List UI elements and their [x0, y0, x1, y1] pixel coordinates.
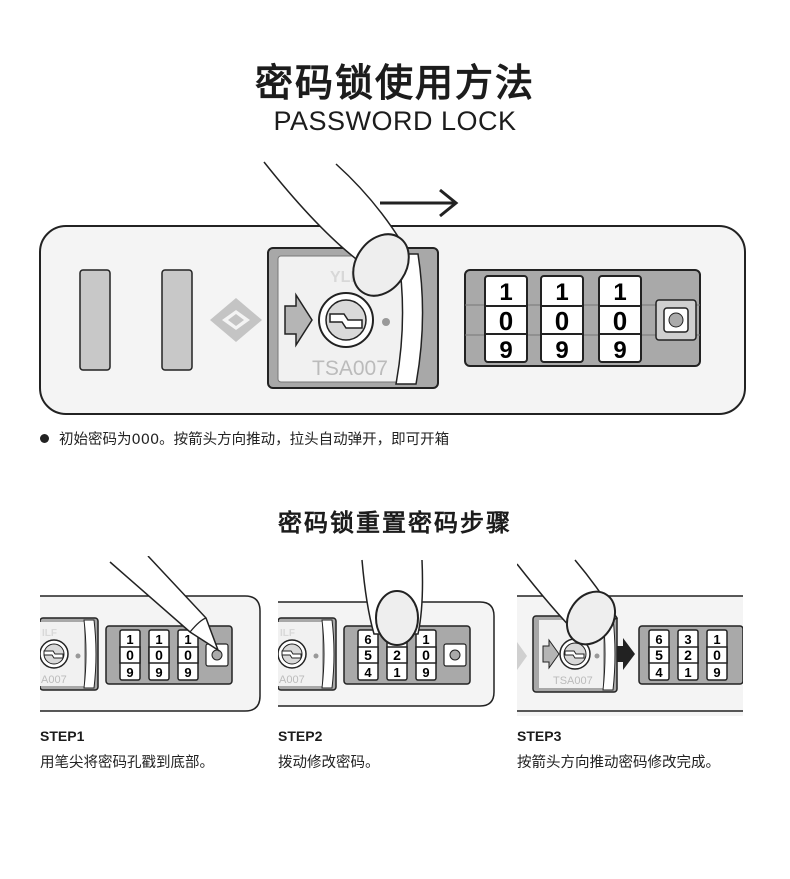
wheel-digit-below: 9: [555, 337, 568, 364]
wheel-digit-current: 0: [184, 647, 192, 663]
wheel-digit-above: 1: [155, 632, 162, 647]
brand-mark: ILF: [42, 628, 57, 639]
wheel-digit-current: 0: [422, 647, 430, 663]
step1-diagram: ILF A007 1 0 9 1 0 9 1 0 9: [40, 556, 261, 712]
wheel-digit-above: 1: [555, 279, 568, 306]
wheel-digit-below: 1: [684, 665, 691, 680]
dial-wheel: 6 5 4: [648, 629, 670, 681]
wheel-digit-current: 2: [393, 647, 401, 663]
page-subtitle-english: PASSWORD LOCK: [273, 106, 517, 136]
finger-icon: [517, 559, 619, 646]
indicator-dot: [382, 318, 390, 326]
step2-description: 拨动修改密码。: [278, 755, 380, 771]
push-direction-arrow-icon: [380, 188, 459, 218]
lock-model-label: TSA007: [553, 675, 593, 687]
tsa-keyhole-icon: [278, 639, 307, 669]
tsa-keyhole-icon: [318, 292, 374, 348]
wheel-digit-below: 9: [713, 665, 720, 680]
dial-wheel[interactable]: 1 0 9: [540, 275, 584, 364]
step2-label: STEP2: [278, 728, 323, 744]
step1-label: STEP1: [40, 728, 85, 744]
combination-panel: 6 5 4 3 2 1 1 0 9: [638, 625, 743, 685]
wheel-digit-below: 4: [364, 665, 372, 680]
wheel-digit-above: 3: [684, 632, 691, 647]
reset-button: [205, 643, 229, 667]
push-arrow-icon: [542, 638, 560, 670]
finger-icon: [263, 161, 410, 297]
diamond-logo-icon: [210, 298, 262, 342]
dial-wheel: 1 0 9: [148, 629, 170, 681]
wheel-digit-below: 9: [499, 337, 512, 364]
zipper-slot-left: [79, 269, 111, 371]
wheel-digit-above: 6: [655, 632, 662, 647]
wheel-digit-above: 6: [364, 632, 371, 647]
tsa-keyhole-icon: [559, 638, 591, 670]
reset-section-title: 密码锁重置密码步骤: [278, 509, 512, 537]
push-arrow-icon: [284, 292, 313, 348]
dial-wheel: 1 0 9: [119, 629, 141, 681]
wheel-digit-current: 0: [613, 306, 627, 336]
wheel-digit-above: 1: [422, 632, 429, 647]
tsa-slider: ILF A007: [40, 617, 99, 691]
wheel-digit-current: 5: [364, 647, 372, 663]
wheel-digit-below: 1: [393, 665, 400, 680]
wheel-digit-below: 4: [655, 665, 663, 680]
usage-note: 初始密码为000。按箭头方向推动，拉头自动弹开，即可开箱: [40, 428, 449, 449]
step3-label: STEP3: [517, 728, 562, 744]
wheel-digit-above: 1: [499, 279, 512, 306]
wheel-digit-current: 0: [499, 306, 513, 336]
wheel-digit-above: 1: [126, 632, 133, 647]
wheel-digit-below: 9: [155, 665, 162, 680]
wheel-digit-below: 9: [184, 665, 191, 680]
reset-button: [443, 643, 467, 667]
wheel-digit-below: 9: [422, 665, 429, 680]
bullet-dot-icon: [40, 434, 49, 443]
wheel-digit-current: 0: [155, 647, 163, 663]
wheel-digit-current: 0: [713, 647, 721, 663]
tsa-slider: ILF A007: [278, 617, 337, 691]
brand-mark: ILF: [280, 628, 295, 639]
dial-wheel[interactable]: 1 0 9: [484, 275, 528, 364]
combination-panel: 1 0 9 1 0 9 1 0 9: [105, 625, 233, 685]
step3-description: 按箭头方向推动密码修改完成。: [517, 755, 720, 771]
dial-wheel: 1 0 9: [706, 629, 728, 681]
wheel-digit-current: 5: [655, 647, 663, 663]
zipper-slot-right: [161, 269, 193, 371]
reset-button[interactable]: [655, 299, 697, 341]
wheel-digit-above: 1: [184, 632, 191, 647]
step2-diagram: ILF A007 6 5 4 3 2 1 1 0 9: [278, 559, 495, 707]
dial-wheel[interactable]: 1 0 9: [598, 275, 642, 364]
lock-model-label: A007: [279, 674, 305, 686]
dial-wheel: 1 0 9: [177, 629, 199, 681]
push-direction-arrow-icon: [617, 638, 635, 670]
wheel-digit-below: 9: [613, 337, 626, 364]
wheel-digit-above: 1: [613, 279, 626, 306]
dial-wheel: 3 2 1: [677, 629, 699, 681]
lock-model-label: A007: [41, 674, 67, 686]
combination-panel: 1 0 9 1 0 9 1 0 9: [464, 269, 701, 367]
wheel-digit-below: 9: [126, 665, 133, 680]
wheel-digit-above: 1: [713, 632, 720, 647]
wheel-digit-current: 0: [126, 647, 134, 663]
wheel-digit-current: 0: [555, 306, 569, 336]
main-lock-diagram: YLF TSA007 1 0 9 1 0 9: [39, 161, 746, 415]
tsa-keyhole-icon: [40, 639, 69, 669]
usage-note-text: 初始密码为000。按箭头方向推动，拉头自动弹开，即可开箱: [59, 432, 450, 448]
pen-tip-icon: [109, 556, 220, 652]
page-title: 密码锁使用方法: [254, 61, 535, 105]
finger-icon: [361, 559, 424, 646]
lock-model-label: TSA007: [312, 357, 388, 380]
dial-wheel: 1 0 9: [415, 629, 437, 681]
wheel-digit-current: 2: [684, 647, 692, 663]
dial-wheel: 6 5 4: [357, 629, 379, 681]
step3-diagram: TSA007 6 5 4 3 2 1 1 0 9: [517, 559, 743, 716]
step1-description: 用笔尖将密码孔戳到底部。: [40, 755, 214, 771]
